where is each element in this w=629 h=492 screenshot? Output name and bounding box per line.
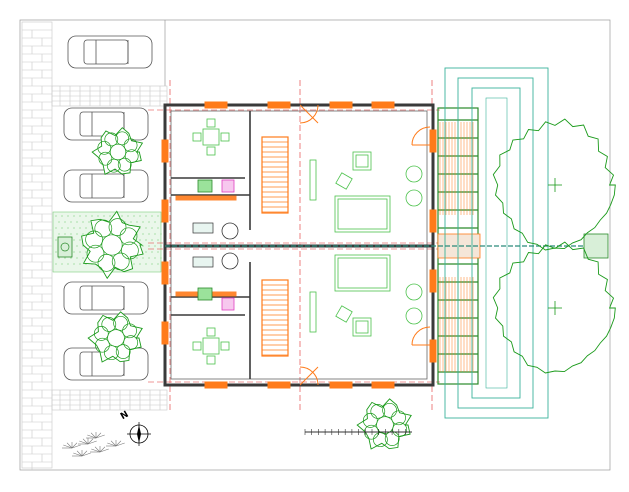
shrub-icon [78,438,97,445]
door [411,326,431,346]
staircase [261,136,289,214]
shrub-icon [62,442,81,449]
dining-table [192,327,230,365]
window [204,381,228,389]
right-trees [492,118,616,374]
window [429,209,437,233]
sofa [334,254,391,292]
tree-icon [91,127,144,175]
window [429,339,437,363]
car-icon [63,169,149,203]
door [299,104,319,124]
window [161,199,169,223]
window [161,139,169,163]
sofa [334,195,391,233]
window [267,101,291,109]
tree-icon [87,311,143,363]
sofa [352,317,372,337]
shrub-icon [90,446,109,453]
left-trees [81,127,144,363]
car-icon [63,281,149,315]
tree-icon [356,398,412,450]
window [429,129,437,153]
terrace-decking [439,122,474,372]
tree-icon [81,210,144,280]
window [161,261,169,285]
window [329,101,353,109]
shrub-icon [72,450,91,457]
stairs [261,136,289,357]
site-boundary [19,19,611,471]
window [371,381,395,389]
bottom-tree [356,398,412,450]
walkway-paving [51,85,168,411]
door [411,126,431,146]
building-walls [163,103,435,387]
north-arrow-icon [127,422,151,446]
window [329,381,353,389]
tree-icon [492,241,616,374]
scale-bar [304,429,412,435]
window [161,321,169,345]
sofa [352,151,372,171]
dining-table [192,118,230,156]
orange-elements [161,101,437,389]
north-label: N [119,410,131,422]
shrubs [62,432,125,457]
window [204,101,228,109]
car-icon [67,35,153,69]
window [267,381,291,389]
pool [444,67,549,419]
tree-icon [492,118,616,251]
shrub-icon [86,432,105,439]
window [429,269,437,293]
shrub-icon [106,440,125,447]
furniture [192,118,423,365]
staircase [261,279,289,357]
lawn-box [57,236,73,258]
right-lawn-box [583,233,609,259]
paving-strip [21,21,53,470]
door [299,366,319,386]
window [371,101,395,109]
